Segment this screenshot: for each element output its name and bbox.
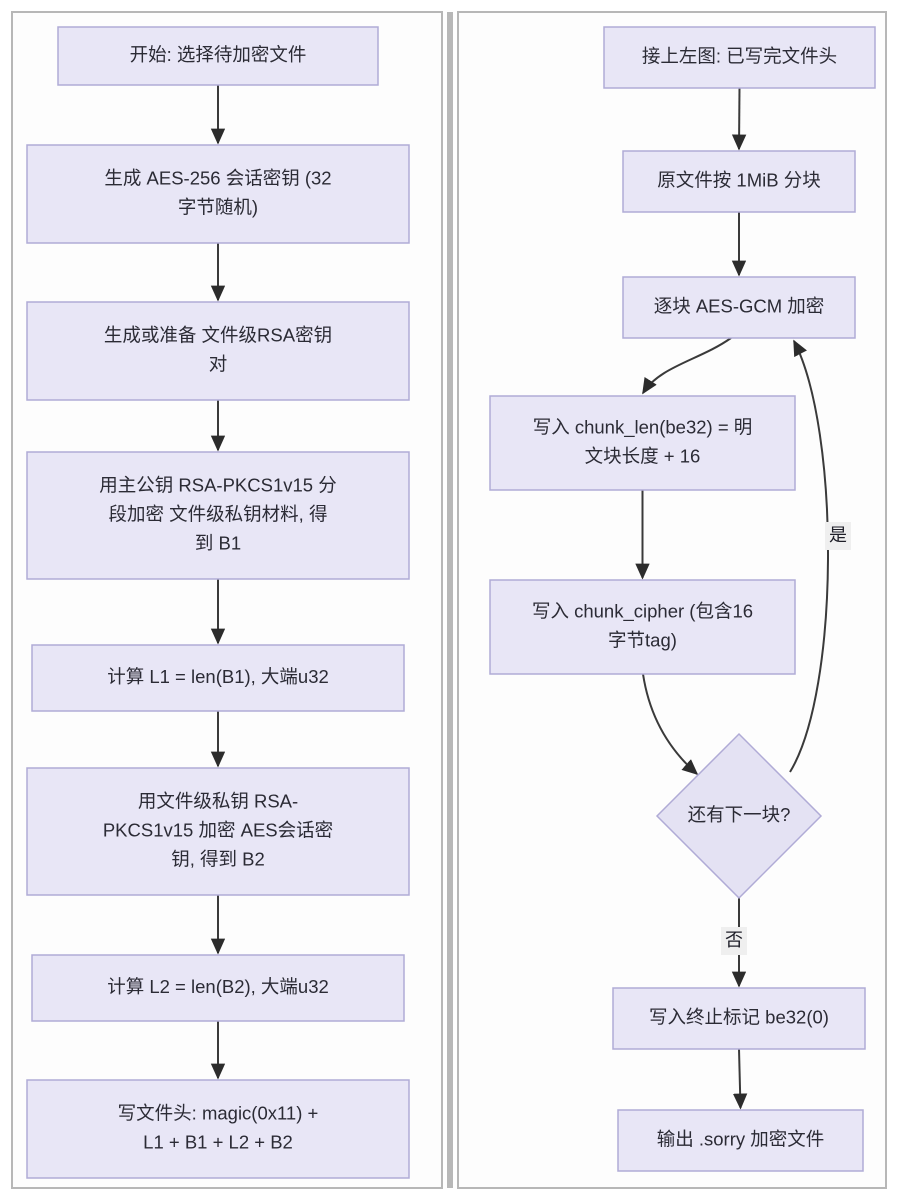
node-label: 文块长度 + 16 bbox=[585, 445, 701, 466]
flow-node-l8[interactable]: 写文件头: magic(0x11) + L1 + B1 + L2 + B2 bbox=[26, 1079, 410, 1179]
edge-label-yes: 是 bbox=[825, 522, 851, 550]
node-label: 计算 L2 = len(B2), 大端u32 bbox=[107, 976, 329, 997]
flow-node-l5[interactable]: 计算 L1 = len(B1), 大端u32 bbox=[31, 644, 405, 712]
process-shape bbox=[489, 395, 796, 491]
process-shape bbox=[26, 144, 410, 244]
process-shape bbox=[26, 767, 410, 896]
node-label: 原文件按 1MiB 分块 bbox=[657, 169, 820, 190]
node-label: 逐块 AES-GCM 加密 bbox=[654, 295, 825, 316]
edge-label-text: 是 bbox=[829, 525, 847, 545]
process-shape bbox=[57, 26, 379, 86]
edge-R3-to-R4 bbox=[642, 337, 732, 395]
node-label: 写入终止标记 be32(0) bbox=[649, 1006, 829, 1027]
panel-divider bbox=[447, 12, 453, 1188]
node-label: 字节tag) bbox=[608, 629, 677, 650]
process-shape bbox=[26, 301, 410, 401]
edges-layer bbox=[210, 85, 829, 1110]
flow-node-r6[interactable]: 还有下一块? bbox=[655, 732, 823, 900]
process-shape bbox=[31, 644, 405, 712]
process-shape bbox=[489, 579, 796, 675]
edge-R6-yes-to-R3 bbox=[789, 339, 829, 773]
edge-labels-layer: 是否 bbox=[721, 522, 851, 955]
process-shape bbox=[617, 1109, 864, 1172]
node-label: 钥, 得到 B2 bbox=[171, 848, 265, 869]
process-shape bbox=[603, 26, 876, 89]
node-label: 生成或准备 文件级RSA密钥 bbox=[104, 324, 332, 345]
node-label: 写入 chunk_cipher (包含16 bbox=[532, 600, 753, 622]
process-shape bbox=[622, 150, 856, 213]
edge-label-text: 否 bbox=[725, 930, 743, 950]
flow-node-r5[interactable]: 写入 chunk_cipher (包含16 字节tag) bbox=[489, 579, 796, 675]
flow-node-r8[interactable]: 输出 .sorry 加密文件 bbox=[617, 1109, 864, 1172]
node-label: 写文件头: magic(0x11) + bbox=[118, 1102, 319, 1123]
flow-node-r3[interactable]: 逐块 AES-GCM 加密 bbox=[622, 276, 856, 339]
node-label: 生成 AES-256 会话密钥 (32 bbox=[104, 167, 331, 188]
flow-node-r7[interactable]: 写入终止标记 be32(0) bbox=[612, 987, 866, 1050]
flow-node-l7[interactable]: 计算 L2 = len(B2), 大端u32 bbox=[31, 954, 405, 1022]
node-label: PKCS1v15 加密 AES会话密 bbox=[103, 819, 333, 840]
node-label: 接上左图: 已写完文件头 bbox=[642, 45, 837, 66]
node-label: 对 bbox=[209, 353, 228, 374]
node-label: 字节随机) bbox=[178, 196, 258, 217]
node-label: 还有下一块? bbox=[688, 804, 791, 825]
flow-node-l2[interactable]: 生成 AES-256 会话密钥 (32 字节随机) bbox=[26, 144, 410, 244]
flow-node-r1[interactable]: 接上左图: 已写完文件头 bbox=[603, 26, 876, 89]
node-label: 输出 .sorry 加密文件 bbox=[657, 1128, 825, 1149]
node-label: 到 B1 bbox=[195, 532, 241, 553]
edge-R5-to-R6 bbox=[642, 673, 699, 776]
node-label: L1 + B1 + L2 + B2 bbox=[143, 1131, 293, 1152]
process-shape bbox=[612, 987, 866, 1050]
edge-label-no: 否 bbox=[721, 927, 747, 955]
flow-node-r2[interactable]: 原文件按 1MiB 分块 bbox=[622, 150, 856, 213]
node-label: 计算 L1 = len(B1), 大端u32 bbox=[107, 666, 329, 687]
flow-node-l1[interactable]: 开始: 选择待加密文件 bbox=[57, 26, 379, 86]
edge-R7-to-R8 bbox=[732, 1048, 748, 1110]
process-shape bbox=[31, 954, 405, 1022]
process-shape bbox=[26, 451, 410, 580]
edge-label-backdrop bbox=[721, 927, 747, 955]
node-label: 写入 chunk_len(be32) = 明 bbox=[533, 416, 753, 438]
edge-label-backdrop bbox=[825, 522, 851, 550]
node-label: 用文件级私钥 RSA- bbox=[138, 790, 298, 811]
node-label: 段加密 文件级私钥材料, 得 bbox=[109, 503, 328, 524]
process-shape bbox=[26, 1079, 410, 1179]
process-shape bbox=[622, 276, 856, 339]
edge-R1-to-R2 bbox=[731, 87, 747, 151]
decision-shape bbox=[655, 732, 823, 900]
node-label: 开始: 选择待加密文件 bbox=[130, 44, 307, 65]
node-label: 用主公钥 RSA-PKCS1v15 分 bbox=[99, 474, 336, 495]
